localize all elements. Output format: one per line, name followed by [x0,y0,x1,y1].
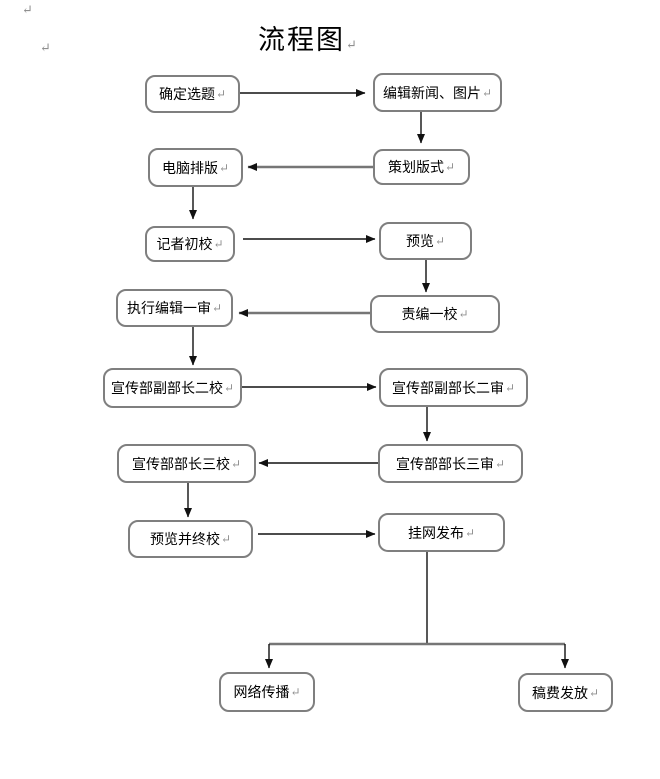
node-label: 稿费发放 [531,686,588,702]
node-label: 宣传部副部长二审 [391,381,504,397]
flow-node-deputy-director-second-review[interactable]: 宣传部副部长二审↵ [379,368,528,407]
node-label: 执行编辑一审 [126,302,211,317]
flow-node-preview-final-proof[interactable]: 预览并终校↵ [128,520,253,558]
paragraph-mark-icon: ↵ [346,37,357,52]
node-label: 宣传部副部长二校 [110,382,223,397]
flow-node-chief-editor-first-proof[interactable]: 责编一校↵ [370,295,500,333]
node-label: 编辑新闻、图片 [382,86,481,102]
flow-node-determine-topic[interactable]: 确定选题↵ [145,75,240,113]
paragraph-mark-icon: ↵ [22,2,33,17]
node-label: 策划版式 [387,161,444,176]
paragraph-mark-icon: ↵ [218,160,230,175]
flow-node-preview[interactable]: 预览↵ [379,222,472,260]
paragraph-mark-icon: ↵ [230,456,242,471]
flow-node-publish-online[interactable]: 挂网发布↵ [378,513,505,552]
flow-node-plan-layout[interactable]: 策划版式↵ [373,149,470,185]
paragraph-mark-icon: ↵ [504,380,516,395]
flow-node-director-third-proof[interactable]: 宣传部部长三校↵ [117,444,256,483]
node-label: 预览并终校 [149,533,220,548]
paragraph-mark-icon: ↵ [213,237,224,251]
flow-node-network-distribution[interactable]: 网络传播↵ [219,672,315,712]
node-label: 记者初校 [156,238,213,253]
paragraph-mark-icon: ↵ [494,456,506,471]
paragraph-mark-icon: ↵ [434,234,446,248]
node-label: 预览 [405,235,434,250]
flow-node-reporter-first-proof[interactable]: 记者初校↵ [145,226,235,262]
node-label: 网络传播 [233,686,290,701]
node-label: 确定选题 [158,88,215,103]
node-label: 宣传部部长三校 [131,457,230,473]
paragraph-mark-icon: ↵ [588,685,600,700]
node-label: 挂网发布 [407,526,464,542]
flow-node-deputy-director-second-proof[interactable]: 宣传部副部长二校↵ [103,368,242,408]
paragraph-mark-icon: ↵ [458,307,469,321]
paragraph-mark-icon: ↵ [220,532,232,546]
paragraph-mark-icon: ↵ [211,301,223,315]
paragraph-mark-icon: ↵ [444,160,456,174]
paragraph-mark-icon: ↵ [464,525,476,540]
flow-node-fee-payment[interactable]: 稿费发放↵ [518,673,613,712]
flow-node-edit-news-images[interactable]: 编辑新闻、图片↵ [373,73,502,112]
node-label: 宣传部部长三审 [395,457,494,473]
page-title-text: 流程图 [258,25,345,55]
node-label: 电脑排版 [161,161,218,177]
flow-node-executive-editor-first-review[interactable]: 执行编辑一审↵ [116,289,233,327]
paragraph-mark-icon: ↵ [223,381,235,395]
flow-node-director-third-review[interactable]: 宣传部部长三审↵ [378,444,523,483]
page-title: 流程图↵ [258,18,357,57]
flow-node-computer-typesetting[interactable]: 电脑排版↵ [148,148,243,187]
paragraph-mark-icon: ↵ [215,87,227,101]
paragraph-mark-icon: ↵ [40,40,51,55]
node-label: 责编一校 [401,308,458,323]
paragraph-mark-icon: ↵ [290,685,301,699]
paragraph-mark-icon: ↵ [481,85,493,100]
